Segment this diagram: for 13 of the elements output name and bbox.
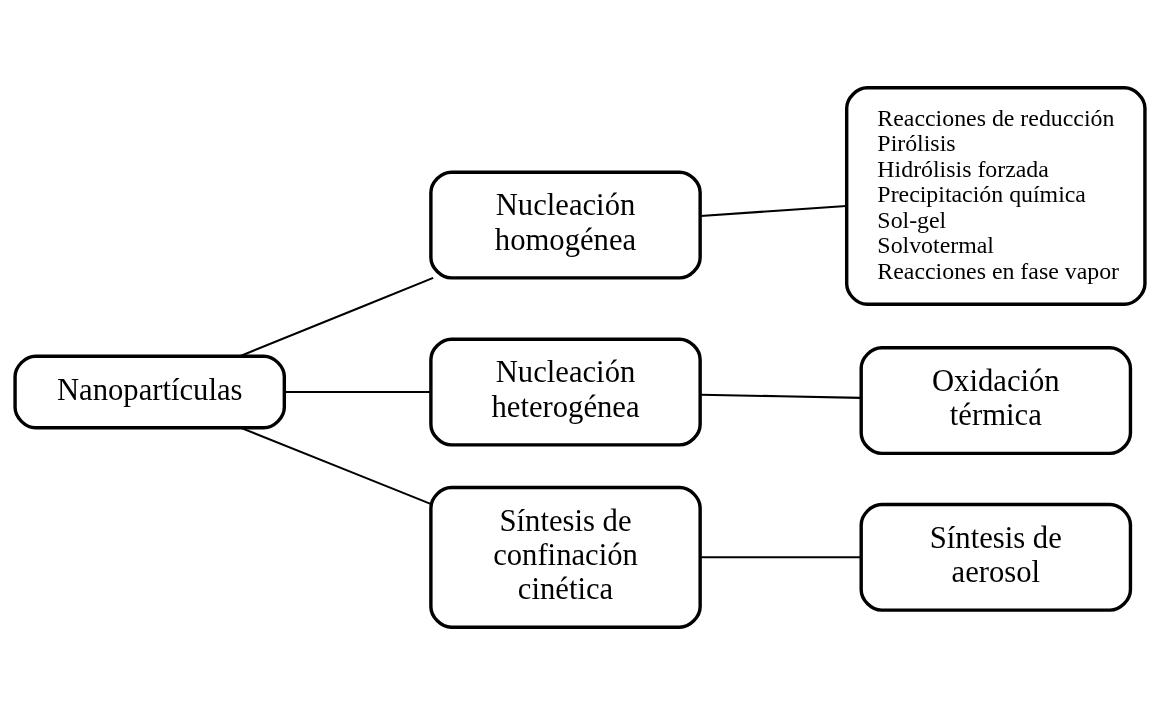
- node-box: Síntesis de confinación cinética: [429, 485, 702, 629]
- connector: [700, 556, 862, 559]
- connector: [284, 391, 431, 394]
- node-box: Oxidación térmica: [859, 346, 1133, 456]
- connector: [239, 276, 434, 358]
- connector: [240, 426, 431, 505]
- node-box: Síntesis de aerosol: [859, 502, 1133, 612]
- node-box: Nucleación homogénea: [429, 170, 702, 280]
- node-box: Nucleación heterogénea: [429, 337, 702, 447]
- connector: [700, 393, 862, 399]
- connector: [700, 205, 847, 217]
- node-box: Nanopartículas: [13, 354, 287, 430]
- node-box: Reacciones de reducción Pirólisis Hidrólisis forzada Precipitación química Sol-gel Solvotermal Reacciones en fase vapor: [845, 86, 1147, 306]
